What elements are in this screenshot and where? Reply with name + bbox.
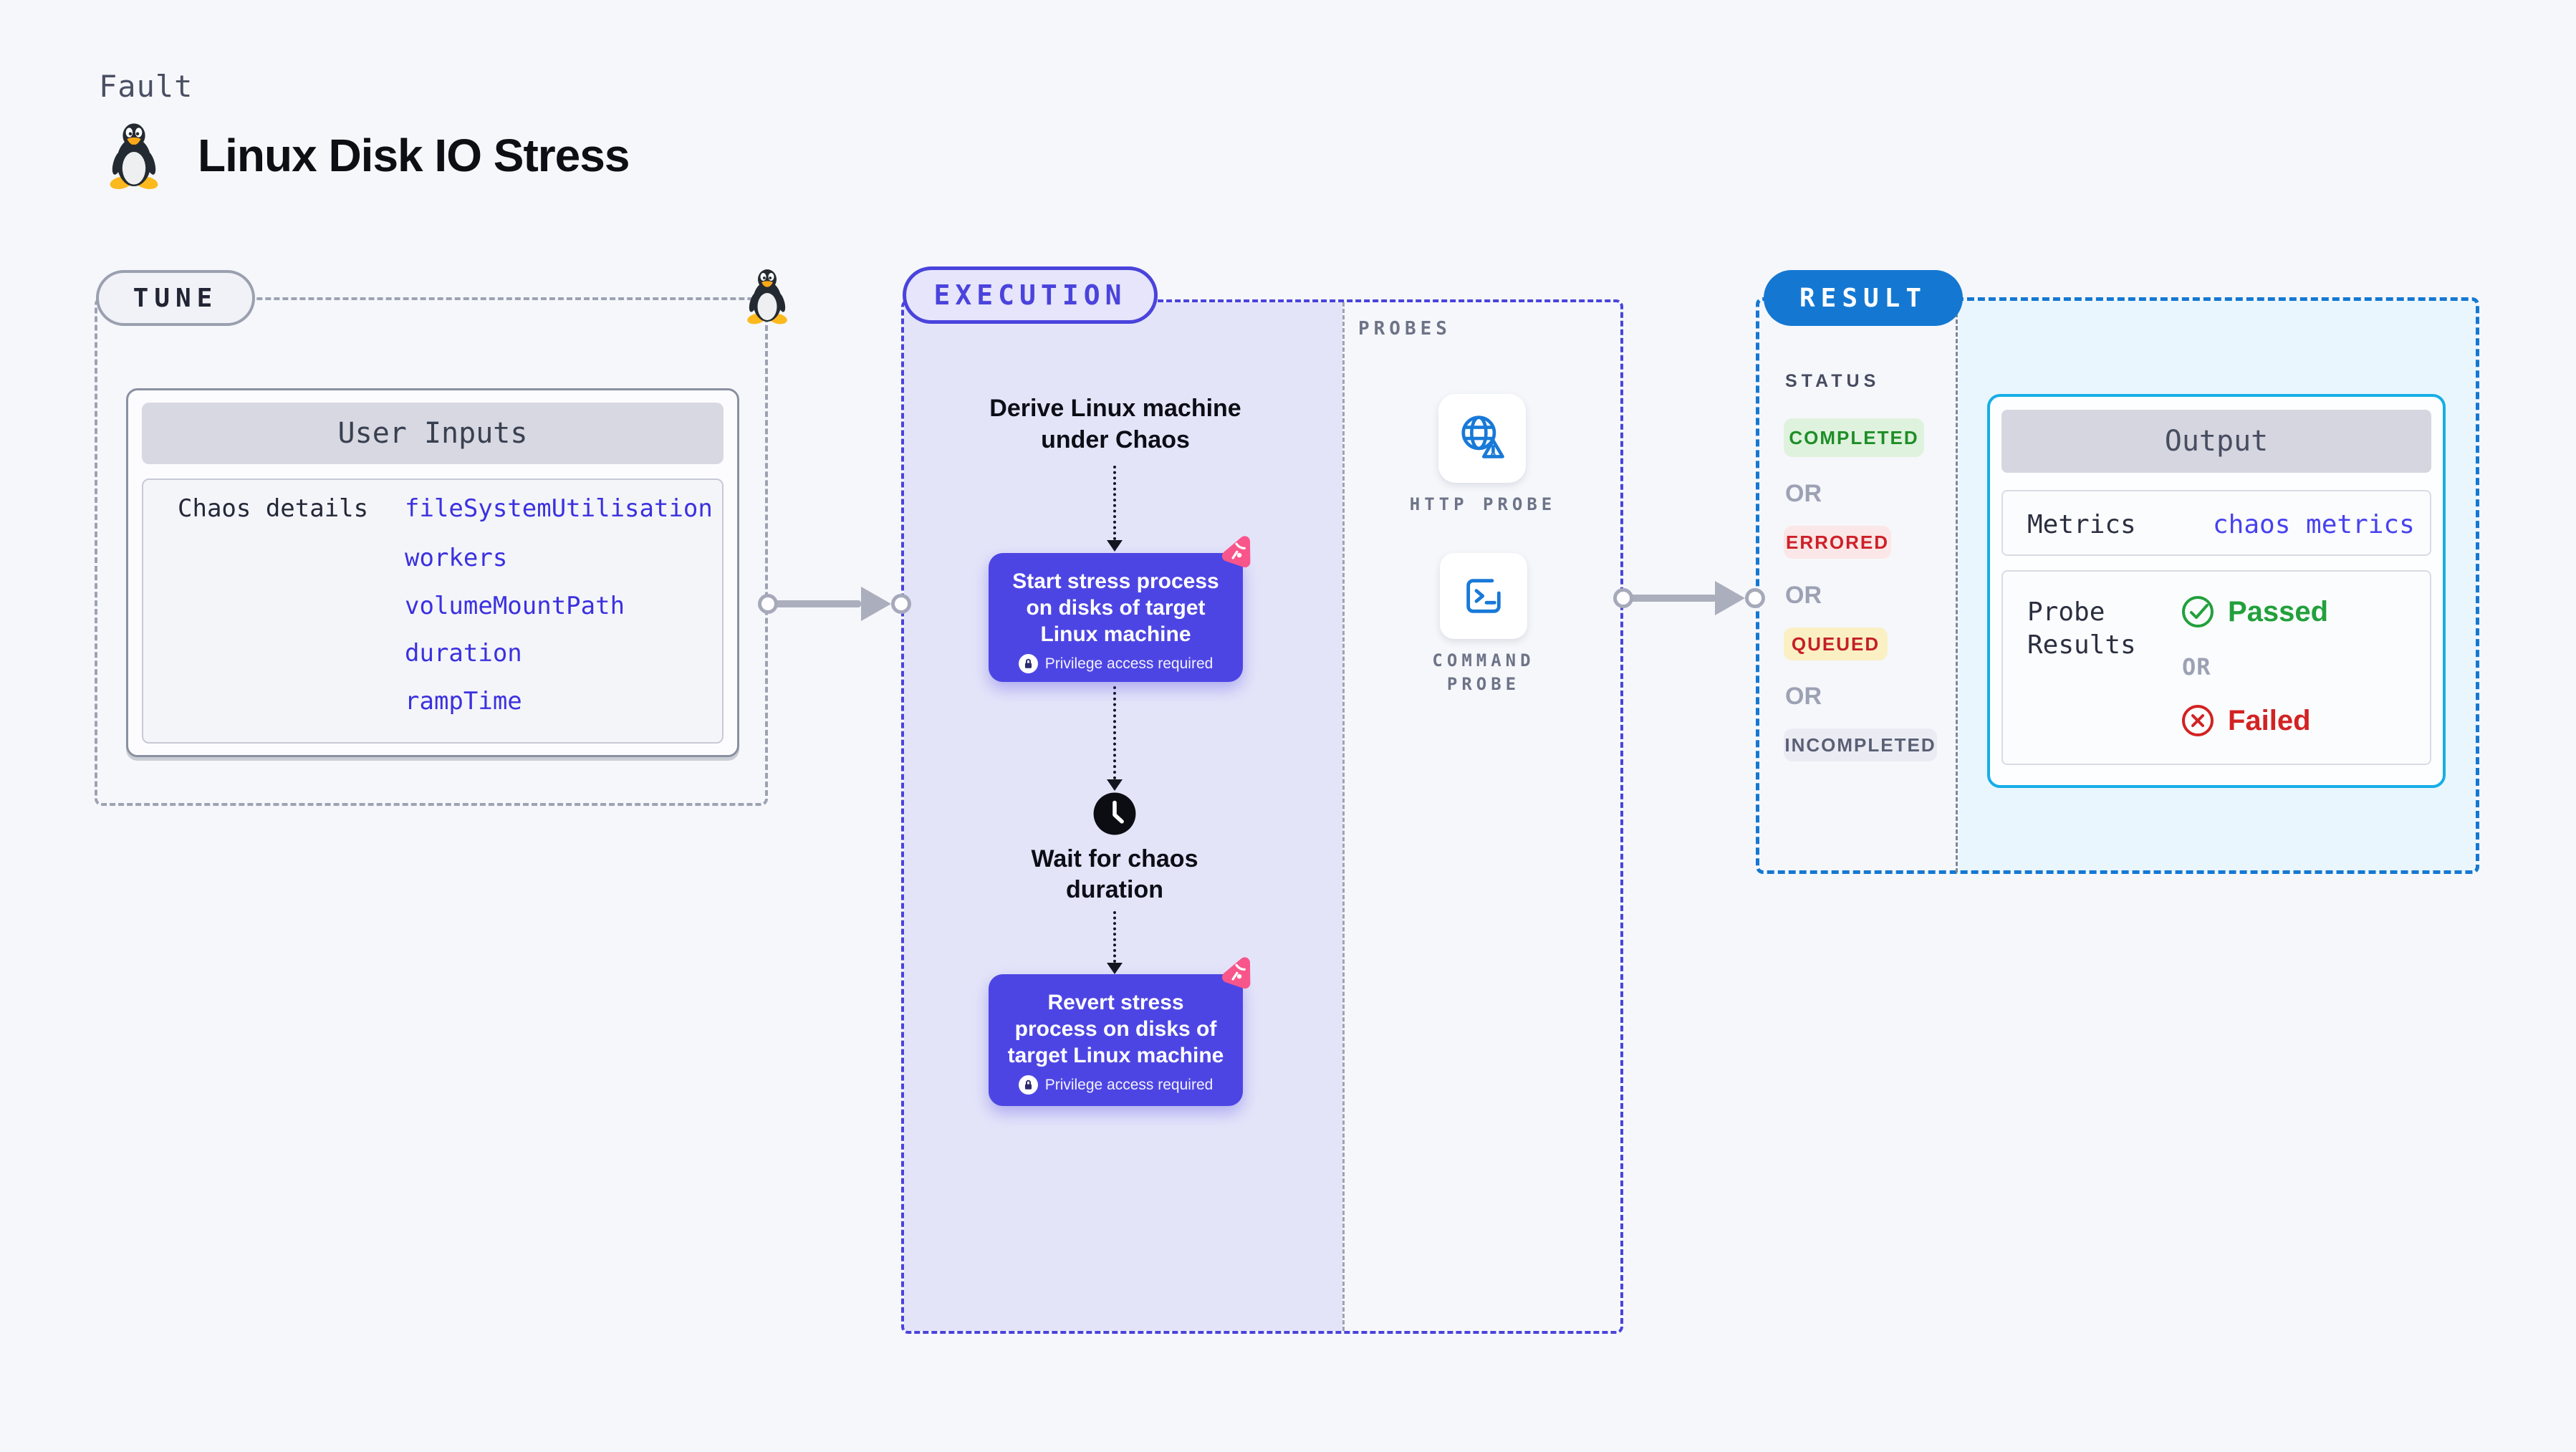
page-title: Linux Disk IO Stress xyxy=(198,130,630,181)
failed-label: Failed xyxy=(2228,705,2311,736)
lock-icon xyxy=(1018,654,1038,673)
chaos-icon xyxy=(1221,536,1251,568)
output-header: Output xyxy=(2001,410,2431,473)
metrics-row xyxy=(2001,490,2431,556)
or-separator: OR xyxy=(1785,683,1822,710)
terminal-icon xyxy=(1466,579,1501,613)
or-separator: OR xyxy=(1785,582,1822,609)
metrics-label: Metrics xyxy=(2027,510,2136,539)
passed-label: Passed xyxy=(2228,596,2329,628)
tune-badge: TUNE xyxy=(96,270,255,326)
command-probe-label: COMMAND PROBE xyxy=(1432,650,1535,694)
probes-section-label: PROBES xyxy=(1358,318,1451,340)
status-label: STATUS xyxy=(1785,371,1880,391)
connector-dot xyxy=(758,594,778,614)
probe-results-row xyxy=(2001,570,2431,765)
http-probe-label: HTTP PROBE xyxy=(1409,494,1557,514)
globe-alert-icon xyxy=(1461,415,1504,458)
x-circle-icon xyxy=(2182,705,2214,736)
input-value: rampTime xyxy=(405,687,522,716)
execution-section-box xyxy=(901,299,1623,1334)
input-value: fileSystemUtilisation xyxy=(405,494,713,523)
probes-divider xyxy=(1342,302,1345,1331)
fault-kind-label: Fault xyxy=(99,69,193,104)
http-probe-card xyxy=(1438,394,1526,483)
linux-tux-corner-icon xyxy=(747,269,787,324)
linux-tux-icon xyxy=(110,123,158,190)
tune-section-box xyxy=(95,297,768,806)
connector-dot xyxy=(1745,588,1765,608)
status-badge-errored: ERRORED xyxy=(1784,526,1891,559)
arrow-right-icon xyxy=(1715,581,1745,615)
user-inputs-body xyxy=(142,479,724,744)
flow-arrowhead-icon xyxy=(1107,963,1123,974)
command-probe-card xyxy=(1440,553,1527,639)
privilege-note: Privilege access required xyxy=(989,1075,1243,1095)
execution-badge: EXECUTION xyxy=(903,266,1158,324)
connector-dot xyxy=(891,594,911,614)
lock-icon xyxy=(1018,1075,1038,1095)
chaos-icon xyxy=(1221,957,1251,989)
input-value: duration xyxy=(405,639,522,668)
flow-arrow xyxy=(1113,911,1116,963)
or-separator: OR xyxy=(2182,653,2211,681)
connector-line xyxy=(1630,595,1716,602)
result-divider xyxy=(1956,300,1958,872)
user-inputs-header: User Inputs xyxy=(142,403,724,464)
probe-results-label: Probe Results xyxy=(2027,597,2136,660)
clock-icon xyxy=(1093,792,1136,835)
status-badge-completed: COMPLETED xyxy=(1784,418,1924,457)
input-value: workers xyxy=(405,544,508,572)
check-circle-icon xyxy=(2182,596,2214,628)
derive-step-label: Derive Linux machine under Chaos xyxy=(989,395,1241,453)
result-badge: RESULT xyxy=(1764,270,1963,326)
flow-arrow xyxy=(1113,686,1116,779)
connector-dot xyxy=(1613,588,1633,608)
start-stress-node: Start stress process on disks of target … xyxy=(989,553,1243,682)
arrow-right-icon xyxy=(861,587,891,621)
status-badge-queued: QUEUED xyxy=(1784,628,1888,660)
revert-stress-node: Revert stress process on disks of target… xyxy=(989,974,1243,1106)
or-separator: OR xyxy=(1785,480,1822,507)
flow-arrowhead-icon xyxy=(1107,540,1123,552)
privilege-note: Privilege access required xyxy=(989,654,1243,673)
flow-arrowhead-icon xyxy=(1107,779,1123,791)
chaos-details-label: Chaos details xyxy=(178,494,369,523)
connector-line xyxy=(774,600,861,607)
input-value: volumeMountPath xyxy=(405,592,625,620)
chaos-metrics-link[interactable]: chaos metrics xyxy=(2213,510,2415,539)
flow-arrow xyxy=(1113,466,1116,540)
result-section-box xyxy=(1756,297,2479,874)
wait-step-label: Wait for chaos duration xyxy=(1031,845,1198,903)
status-badge-incompleted: INCOMPLETED xyxy=(1784,729,1937,761)
